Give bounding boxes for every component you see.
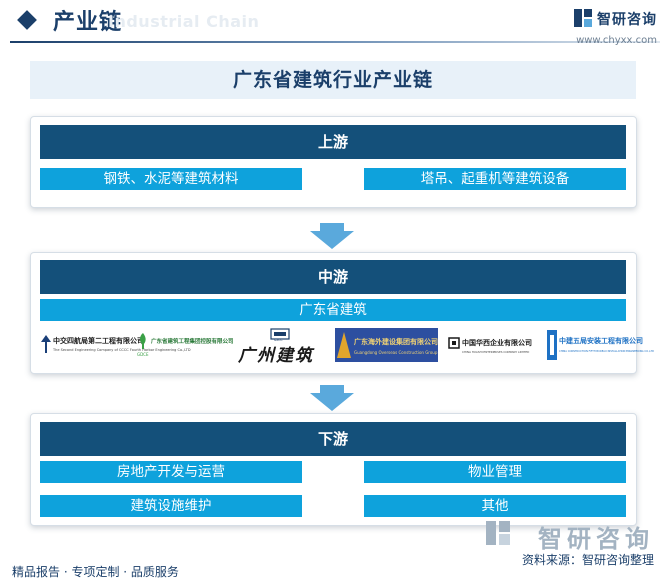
page-header: 产业链 Industrial Chain [0, 0, 671, 48]
upstream-header: 上游 [40, 125, 626, 159]
company-logo: 中国华西企业有限公司 CHINA HUASHI ENTERPRISES COMP… [448, 328, 542, 362]
downstream-item: 建筑设施维护 [40, 495, 302, 517]
midstream-item: 广东省建筑 [40, 299, 626, 321]
brand-url: www.chyxx.com [576, 35, 657, 46]
company-logo-name: 中国华西企业有限公司 [462, 339, 532, 347]
midstream-panel: 中游 广东省建筑 [30, 252, 637, 374]
page-title: 产业链 [53, 10, 123, 35]
overseas-logo-icon [337, 332, 351, 358]
gdce-logo-icon [140, 333, 146, 349]
footer-tagline: 精品报告 · 专项定制 · 品质服务 [12, 565, 179, 579]
company-logo-name: 广州建筑 [238, 346, 314, 366]
brand-block: 智研咨询 www.chyxx.com [547, 8, 657, 52]
brand-name: 智研咨询 [597, 12, 657, 28]
downstream-item: 房地产开发与运营 [40, 461, 302, 483]
company-logo-subtitle: Guangdong Overseas Construction Group [354, 350, 438, 355]
company-logo-subtitle: CHINA CONSTRUCTION FIFTH BUREAU INSTALLA… [559, 350, 655, 353]
upstream-item: 钢铁、水泥等建筑材料 [40, 168, 302, 190]
cscec-logo-icon [547, 330, 557, 360]
company-logo-name: 广东海外建设集团有限公司 [354, 338, 438, 346]
company-logo-name: 中建五局安装工程有限公司 [559, 337, 643, 345]
brand-logo-icon [574, 9, 592, 27]
downstream-header: 下游 [40, 422, 626, 456]
down-arrow-icon [310, 385, 354, 411]
cccc-logo-icon [41, 335, 51, 353]
downstream-item: 其他 [364, 495, 626, 517]
company-logo-name: 广东省建筑工程集团控股有限公司 [151, 339, 234, 345]
diamond-icon [17, 10, 37, 30]
down-arrow-icon [310, 223, 354, 249]
footer-brand: 智研咨询 [538, 525, 654, 553]
company-logo-subtitle: CHINA HUASHI ENTERPRISES COMPANY LIMITED [462, 350, 530, 354]
company-logo-subtitle: GDCE [137, 352, 149, 357]
company-logo: 中交四航局第二工程有限公司 The Second Engineering Com… [40, 328, 191, 362]
downstream-panel: 下游 房地产开发与运营 物业管理 建筑设施维护 其他 [30, 413, 637, 526]
upstream-panel: 上游 钢铁、水泥等建筑材料 塔吊、起重机等建筑设备 [30, 116, 637, 208]
company-logo-subtitle: The Second Engineering Company of CCCC F… [53, 348, 191, 352]
header-watermark: Industrial Chain [108, 12, 260, 31]
huashi-logo-icon [448, 337, 460, 349]
source-note: 资料来源：智研咨询整理 [521, 553, 654, 567]
company-logo-subtitle: GZCC [274, 338, 283, 342]
gzcc-logo-icon [270, 328, 290, 340]
company-logo-name: 中交四航局第二工程有限公司 [53, 337, 144, 345]
chain-title: 广东省建筑行业产业链 [30, 61, 636, 99]
company-logo: 广东省建筑工程集团控股有限公司 GDCE [137, 328, 234, 362]
company-logo: 中建五局安装工程有限公司 CHINA CONSTRUCTION FIFTH BU… [547, 328, 654, 362]
company-logo: 广州建筑 GZCC [236, 328, 324, 366]
downstream-item: 物业管理 [364, 461, 626, 483]
upstream-item: 塔吊、起重机等建筑设备 [364, 168, 626, 190]
header-divider [10, 41, 660, 43]
company-logo: 广东海外建设集团有限公司 Guangdong Overseas Construc… [335, 328, 438, 362]
midstream-header: 中游 [40, 260, 626, 294]
footer-logo-icon [486, 521, 510, 545]
